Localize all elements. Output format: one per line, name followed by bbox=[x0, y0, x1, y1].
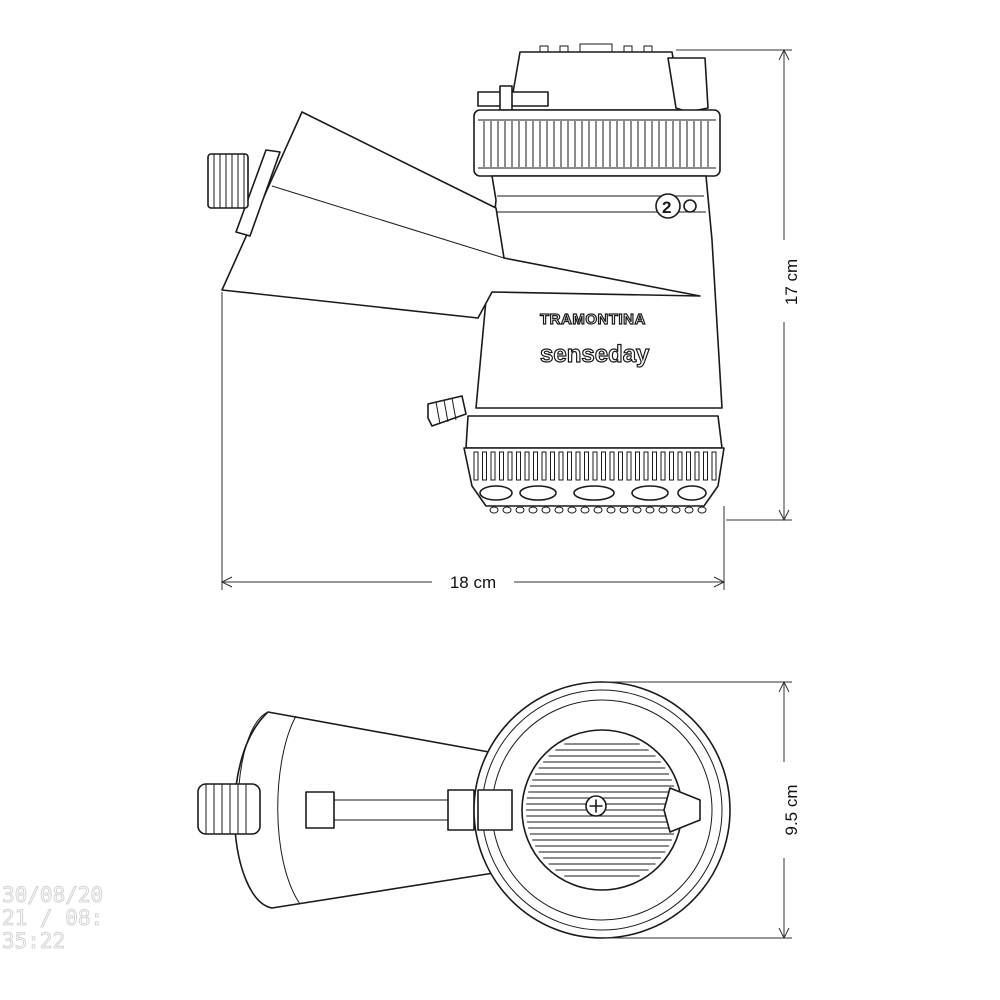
dimension-lines: 17 cm 18 cm 9.5 cm bbox=[220, 48, 801, 940]
height-dimension-label: 17 cm bbox=[782, 259, 801, 305]
top-cap bbox=[477, 43, 709, 113]
selector-marking: 2 bbox=[662, 198, 671, 217]
depth-dimension-label: 9.5 cm bbox=[782, 784, 801, 835]
inlet-fitting bbox=[197, 783, 261, 835]
width-dimension-label: 18 cm bbox=[450, 573, 496, 592]
knurled-ring bbox=[473, 109, 721, 177]
shower-top-disc bbox=[473, 681, 731, 939]
brand-logo: TRAMONTINA bbox=[540, 311, 646, 328]
drain-nozzle bbox=[427, 395, 467, 427]
timestamp-watermark: 30/08/2021 / 08:35:22 bbox=[2, 883, 104, 953]
top-view bbox=[197, 681, 731, 939]
shower-head bbox=[463, 415, 725, 514]
side-view: 2 TRAMONTINA senseday bbox=[207, 43, 725, 514]
model-name: senseday bbox=[540, 341, 650, 368]
temperature-selector: 2 bbox=[655, 193, 697, 219]
inlet-arm bbox=[207, 111, 701, 319]
